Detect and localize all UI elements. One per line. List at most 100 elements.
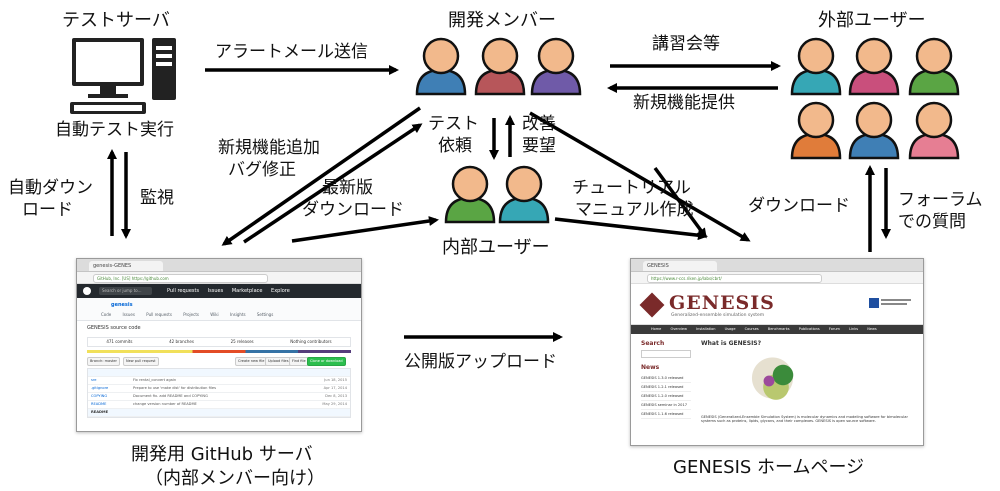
github-repo-tab: Code: [101, 312, 112, 317]
github-repo-body: GENESIS source code 471 commits 42 branc…: [77, 321, 361, 422]
dev-members-title: 開発メンバー: [448, 10, 556, 31]
github-file-name: COPYING: [91, 394, 108, 398]
genesis-menu-item: News: [867, 327, 877, 331]
internal-user-icon: [444, 165, 496, 224]
genesis-menu-item: Installation: [696, 327, 716, 331]
genesis-menu-item: Home: [651, 327, 662, 331]
genesis-news-item: GENESIS 1.3.0 released: [641, 374, 691, 383]
genesis-news-item: GENESIS 1.1.6 released: [641, 410, 691, 419]
github-file-date: May 29, 2014: [322, 402, 347, 406]
github-branch-button: Branch: master: [87, 357, 120, 366]
github-file-date: Dec 8, 2013: [325, 394, 347, 398]
label-forum-2: での質問: [898, 212, 966, 232]
github-repo-tab: Settings: [256, 312, 274, 317]
browser-url: GitHub, Inc. [US] https://github.com: [93, 274, 268, 283]
github-file-message: Document fix. add README and COPYING: [133, 394, 208, 398]
arrow-dev-tutorial: [653, 166, 707, 239]
label-alert-mail: アラートメール送信: [215, 42, 368, 62]
github-nav-link: Pull requests: [167, 288, 200, 294]
label-auto-download-1: 自動ダウン: [8, 178, 93, 198]
github-nav-link: Explore: [271, 288, 290, 294]
genesis-search-box: [641, 350, 691, 358]
label-feature-add-1: 新規機能追加: [218, 138, 320, 158]
external-user-icon: [848, 101, 900, 160]
genesis-content-body: GENESIS (Generalized-Ensemble Simulation…: [701, 415, 908, 423]
github-language-bar: [87, 350, 351, 353]
label-latest-download-1: 最新版: [322, 178, 373, 198]
dev-member-icon-head: [422, 37, 460, 75]
protein-structure-image: [741, 351, 811, 411]
github-new-pr-button: New pull request: [123, 357, 159, 366]
label-download: ダウンロード: [748, 196, 850, 216]
github-file-message: change version number of README: [133, 402, 197, 406]
genesis-homepage-screenshot: GENESIS https://www.r-ccs.riken.jp/labs/…: [630, 258, 924, 446]
external-user-icon-head: [855, 101, 893, 139]
github-file-row: .gitignore Prepare to use 'make dist' fo…: [88, 385, 350, 393]
label-latest-download-2: ダウンロード: [302, 200, 404, 220]
internal-user-icon-head: [505, 165, 543, 203]
external-user-icon: [908, 37, 960, 96]
github-file-date: Jun 18, 2015: [324, 378, 347, 382]
genesis-content-heading: What is GENESIS?: [701, 340, 762, 347]
internal-user-icon: [498, 165, 550, 224]
genesis-banner: GENESIS Generalized-ensemble simulation …: [631, 284, 923, 325]
label-new-features: 新規機能提供: [633, 93, 735, 113]
github-repo-tab: Issues: [122, 312, 135, 317]
github-file-name: README: [91, 402, 107, 406]
dev-member-icon: [415, 37, 467, 96]
dev-member-icon-head: [481, 37, 519, 75]
github-find-file-button: Find file: [289, 357, 309, 366]
label-test-request-2: 依頼: [438, 136, 472, 156]
genesis-menu: Home Overview Installation Usage Courses…: [631, 325, 923, 334]
external-user-icon-head: [797, 37, 835, 75]
arrow-latest-download: [291, 216, 439, 243]
github-file-message: Prepare to use 'make dist' for distribut…: [133, 386, 216, 390]
external-users-title: 外部ユーザー: [818, 10, 926, 31]
genesis-menu-item: Courses: [744, 327, 759, 331]
browser-tab: GENESIS: [643, 261, 717, 271]
github-server-note: （内部メンバー向け）: [145, 468, 325, 489]
label-feature-add-2: バグ修正: [228, 160, 296, 180]
label-test-request-1: テスト: [428, 114, 479, 134]
label-lecture: 講習会等: [652, 34, 720, 54]
github-stat: 471 commits: [106, 339, 133, 344]
github-file-row: sre Fix rental_convert again Jun 18, 201…: [88, 377, 350, 385]
browser-urlbar: GitHub, Inc. [US] https://github.com: [77, 272, 361, 284]
genesis-homepage-title: GENESIS ホームページ: [673, 457, 865, 478]
riken-logo-icon: [869, 298, 911, 308]
github-stat: Nothing contributors: [290, 339, 332, 344]
github-repo-tab: Projects: [183, 312, 199, 317]
browser-url: https://www.r-ccs.riken.jp/labs/cbrt/: [647, 274, 822, 283]
github-repo-description: GENESIS source code: [87, 325, 141, 331]
genesis-menu-item: Usage: [724, 327, 736, 331]
github-repo-screenshot: genesis-GENES GitHub, Inc. [US] https://…: [76, 258, 362, 432]
github-server-title: 開発用 GitHub サーバ: [131, 444, 313, 465]
genesis-content: What is GENESIS? GENESIS (Generalized-En…: [701, 340, 913, 423]
browser-tabbar: genesis-GENES: [77, 259, 361, 272]
github-file-name: sre: [91, 378, 97, 382]
github-file-row: COPYING Document fix. add README and COP…: [88, 393, 350, 401]
genesis-site-subtitle: Generalized-ensemble simulation system: [671, 313, 765, 318]
external-user-icon-head: [915, 101, 953, 139]
github-repo-tab: Insights: [229, 312, 246, 317]
genesis-menu-item: Links: [849, 327, 859, 331]
github-logo-icon: [83, 287, 91, 295]
dev-member-icon: [474, 37, 526, 96]
genesis-menu-item: Benchmarks: [767, 327, 790, 331]
github-nav-links: Pull requests Issues Marketplace Explore: [167, 284, 297, 298]
genesis-logo-icon: [639, 292, 665, 318]
github-nav-link: Issues: [207, 288, 224, 294]
github-navbar: Search or jump to... Pull requests Issue…: [77, 284, 361, 298]
github-button-row: Branch: master New pull request Create n…: [87, 357, 351, 366]
label-forum-1: フォーラム: [898, 190, 983, 210]
github-repo-stats: 471 commits 42 branches 25 releases Noth…: [87, 337, 351, 347]
external-user-icon-head: [855, 37, 893, 75]
github-clone-button: Clone or download: [307, 357, 346, 366]
label-tutorial-2: マニュアル作成: [575, 200, 694, 220]
github-repo-tabs: Code Issues Pull requests Projects Wiki …: [101, 312, 283, 317]
internal-users-title: 内部ユーザー: [442, 237, 550, 258]
github-file-date: Apr 17, 2014: [323, 386, 347, 390]
github-stat: 42 branches: [169, 339, 194, 344]
